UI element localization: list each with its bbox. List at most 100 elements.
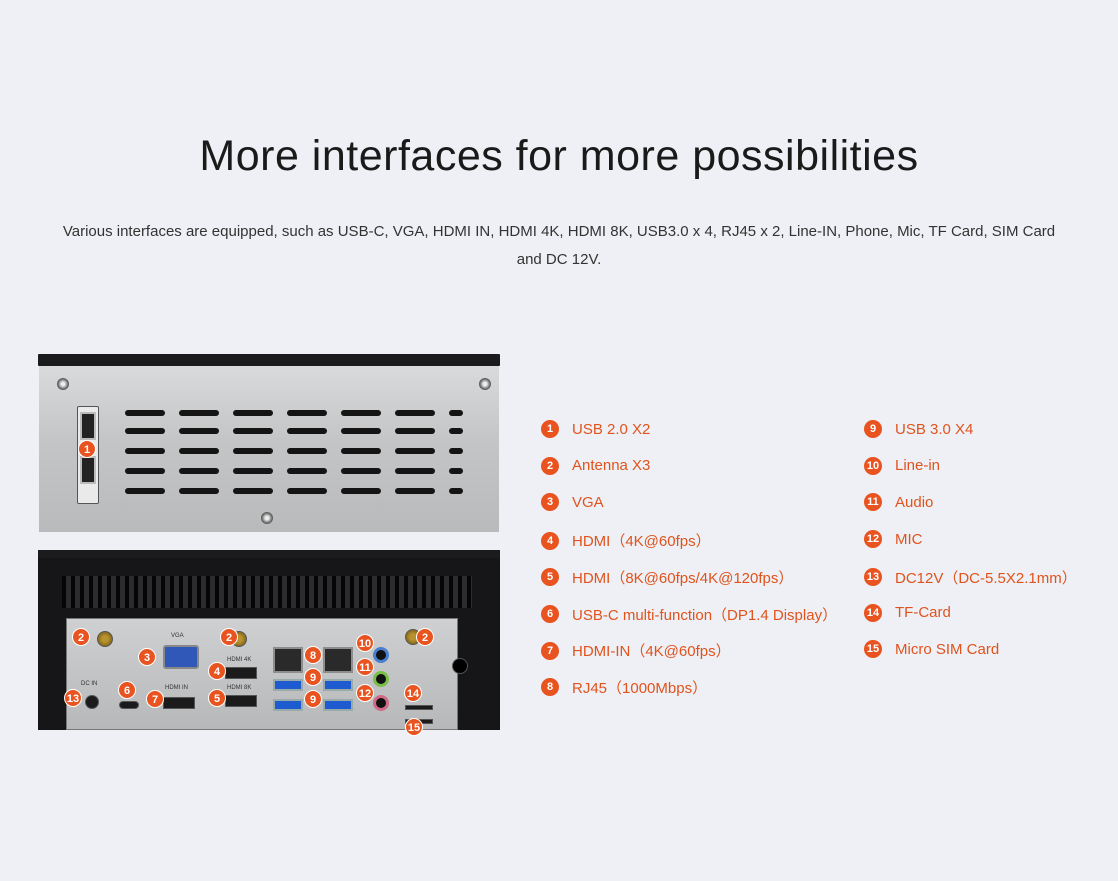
vent-slot <box>179 428 219 434</box>
hdmi4k-silkscreen: HDMI 4K <box>227 657 252 663</box>
page-description: Various interfaces are equipped, such as… <box>62 223 1056 268</box>
vent-slot <box>125 448 165 454</box>
callout-badge-8: 8 <box>304 646 322 664</box>
vent-slot <box>179 410 219 416</box>
callout-badge-1: 1 <box>78 440 96 458</box>
callout-badge-9: 9 <box>304 668 322 686</box>
callout-badge-5: 5 <box>208 689 226 707</box>
legend-item: 14 TF-Card <box>864 603 951 622</box>
vent-slot <box>287 488 327 494</box>
vent-slot <box>341 448 381 454</box>
legend-item: 9 USB 3.0 X4 <box>864 420 973 438</box>
vent-slot <box>179 488 219 494</box>
rear-body: VGA HDMI 4K HDMI 8K HDMI IN DC IN <box>38 558 500 730</box>
legend-item: 6 USB-C multi-function（DP1.4 Display） <box>541 604 837 625</box>
callout-badge-6: 6 <box>118 681 136 699</box>
io-shield: VGA HDMI 4K HDMI 8K HDMI IN DC IN <box>66 618 458 730</box>
rj45-port <box>323 647 353 673</box>
vga-port <box>163 645 199 669</box>
legend-number-badge: 7 <box>541 641 559 660</box>
legend-number-badge: 4 <box>541 531 559 550</box>
legend-label: RJ45（1000Mbps） <box>572 679 708 697</box>
power-button-icon <box>452 658 468 674</box>
callout-badge-2: 2 <box>416 628 434 646</box>
vent-slot <box>125 488 165 494</box>
usb3-port <box>273 679 303 691</box>
legend-number-badge: 13 <box>864 568 882 587</box>
vent-slot <box>125 428 165 434</box>
callout-badge-11: 11 <box>356 658 374 676</box>
audio-jack <box>373 671 389 687</box>
legend-number-badge: 3 <box>541 493 559 512</box>
screw-icon <box>479 378 491 390</box>
vent-slot <box>341 488 381 494</box>
vent-slot <box>395 448 435 454</box>
hdmi-4k-port <box>225 667 257 679</box>
vent-slot <box>341 410 381 416</box>
legend-label: USB 3.0 X4 <box>895 420 974 438</box>
usb3-port <box>323 699 353 711</box>
vent-slot <box>233 428 273 434</box>
front-panel <box>39 366 499 532</box>
legend-number-badge: 15 <box>864 640 882 659</box>
vent-slot <box>449 488 463 494</box>
legend-label: USB-C multi-function（DP1.4 Display） <box>572 606 838 624</box>
legend-number-badge: 14 <box>864 603 882 622</box>
vent-slot <box>179 448 219 454</box>
legend-item: 2 Antenna X3 <box>541 456 651 475</box>
legend-label: MIC <box>895 530 923 548</box>
legend-label: HDMI（8K@60fps/4K@120fps） <box>572 569 794 587</box>
vent-slot <box>449 410 463 416</box>
callout-badge-2: 2 <box>220 628 238 646</box>
hdmi-in-port <box>163 697 195 709</box>
callout-badge-9: 9 <box>304 690 322 708</box>
hdmi8k-silkscreen: HDMI 8K <box>227 685 252 691</box>
vent-slot <box>449 428 463 434</box>
usb-port <box>80 456 96 484</box>
vent-slot <box>449 448 463 454</box>
antenna-connector <box>97 631 113 647</box>
legend-label: Antenna X3 <box>572 457 651 475</box>
vent-slot <box>125 468 165 474</box>
vent-slot <box>287 448 327 454</box>
legend-number-badge: 2 <box>541 456 559 475</box>
rear-grille <box>62 576 472 608</box>
device-top-edge <box>38 550 500 560</box>
screw-icon <box>57 378 69 390</box>
vent-slot <box>449 468 463 474</box>
vent-slot <box>287 428 327 434</box>
vent-slot <box>287 410 327 416</box>
callout-badge-14: 14 <box>404 684 422 702</box>
legend-label: TF-Card <box>895 604 951 621</box>
callout-badge-15: 15 <box>405 718 423 736</box>
callout-badge-12: 12 <box>356 684 374 702</box>
hdmi-8k-port <box>225 695 257 707</box>
vent-slot <box>125 410 165 416</box>
legend-number-badge: 10 <box>864 456 882 475</box>
legend-number-badge: 9 <box>864 420 882 438</box>
legend-number-badge: 1 <box>541 420 559 438</box>
usb-c-port <box>119 701 139 709</box>
rj45-port <box>273 647 303 673</box>
device-rear-image: VGA HDMI 4K HDMI 8K HDMI IN DC IN <box>38 548 500 736</box>
callout-badge-2: 2 <box>72 628 90 646</box>
legend-label: Line-in <box>895 457 941 475</box>
legend-label: HDMI-IN（4K@60fps） <box>572 643 731 661</box>
legend-item: 7 HDMI-IN（4K@60fps） <box>541 640 731 661</box>
vent-slot <box>395 410 435 416</box>
usb3-port <box>323 679 353 691</box>
vga-silkscreen: VGA <box>171 633 184 639</box>
legend-item: 10 Line-in <box>864 456 941 475</box>
legend-number-badge: 6 <box>541 605 559 623</box>
usb3-port <box>273 699 303 711</box>
vent-slot <box>395 468 435 474</box>
callout-badge-4: 4 <box>208 662 226 680</box>
line-in-jack <box>373 647 389 663</box>
vent-slot <box>233 468 273 474</box>
